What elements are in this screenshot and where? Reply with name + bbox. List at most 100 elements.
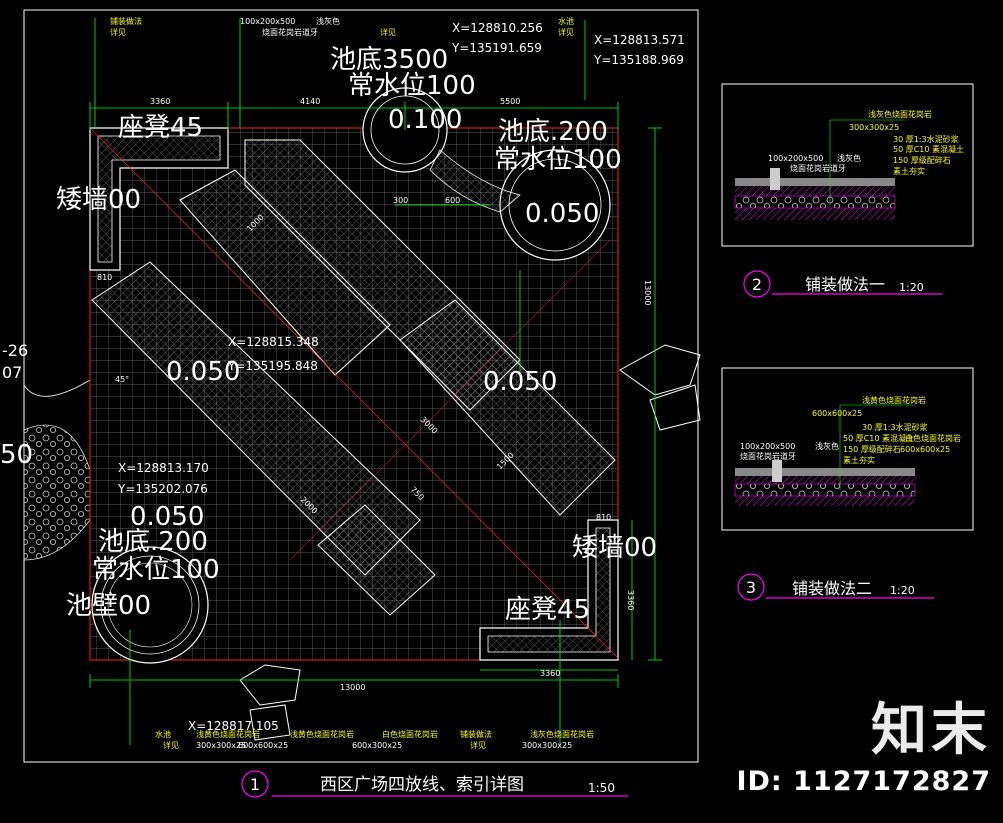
label-pool-top: 池底3500 bbox=[330, 45, 448, 75]
note-top-8: 详见 bbox=[558, 27, 574, 37]
dim-bottom-2: 3360 bbox=[540, 669, 560, 678]
detail3-label-9: 浅灰色 bbox=[815, 441, 839, 451]
detail2-label-9: 烧面花岗岩道牙 bbox=[790, 163, 846, 173]
note-top-2: 详见 bbox=[110, 27, 126, 37]
detail3-title: 铺装做法二 bbox=[792, 579, 872, 598]
coord-1-x: X=128810.256 bbox=[452, 21, 543, 35]
label-edge-b: 07 bbox=[2, 363, 22, 382]
note-top-3: 100x200x500 bbox=[240, 17, 295, 26]
watermark: 知末 ID: 1127172827 bbox=[736, 685, 991, 797]
label-edge-c: 50 bbox=[0, 440, 33, 470]
note-bottom-8: 600x300x25 bbox=[352, 741, 402, 750]
note-top-4: 浅灰色 bbox=[316, 16, 340, 26]
label-changshui-right: 常水位100 bbox=[494, 145, 622, 175]
coord-4-y: Y=135202.076 bbox=[117, 482, 208, 496]
dim-810-right: 810 bbox=[596, 513, 611, 522]
dim-top-2: 4140 bbox=[300, 97, 320, 106]
detail2-index: 2 bbox=[752, 275, 762, 294]
label-changshui-left: 常水位100 bbox=[92, 555, 220, 585]
detail3-label-10: 烧面花岗岩道牙 bbox=[740, 451, 796, 461]
note-bottom-11: 浅灰色烧面花岗岩 bbox=[530, 729, 594, 739]
label-wall-pool: 池壁00 bbox=[66, 591, 151, 621]
detail3-label-1: 浅黄色烧面花岗岩 bbox=[862, 395, 926, 405]
detail3-label-4: 50 厚C10 素混凝土 bbox=[843, 433, 914, 443]
detail2-label-5: 150 厚级配碎石 bbox=[893, 155, 951, 165]
dim-top-1: 3360 bbox=[150, 97, 170, 106]
dim-top-3: 5500 bbox=[500, 97, 520, 106]
detail2-label-4: 50 厚C10 素混凝土 bbox=[893, 144, 964, 154]
detail2-label-6: 素土夯实 bbox=[893, 166, 925, 176]
coord-2-y: Y=135188.969 bbox=[593, 53, 684, 67]
watermark-logo: 知末 bbox=[871, 698, 991, 763]
coord-2-x: X=128813.571 bbox=[594, 33, 685, 47]
detail2-label-3: 30 厚1:3水泥砂浆 bbox=[893, 134, 959, 144]
dim-600: 600 bbox=[445, 196, 460, 205]
label-seat-top: 座凳45 bbox=[118, 113, 203, 143]
detail2-index-circle bbox=[743, 270, 771, 298]
detail3-frame bbox=[721, 367, 974, 531]
detail3-label-6: 150 厚级配碎石 bbox=[843, 444, 901, 454]
main-index: 1 bbox=[250, 775, 260, 794]
note-top-5: 烧面花岗岩道牙 bbox=[262, 27, 318, 37]
detail3-label-8: 100x200x500 bbox=[740, 442, 795, 451]
label-wall-left: 矮墙00 bbox=[56, 185, 141, 215]
note-bottom-4: 300x300x25 bbox=[196, 741, 246, 750]
detail2-label-7: 100x200x500 bbox=[768, 154, 823, 163]
note-bottom-10: 详见 bbox=[470, 740, 486, 750]
dim-right: 13000 bbox=[643, 280, 652, 305]
label-pool-right: 池底.200 bbox=[498, 117, 608, 147]
detail3-label-5: 白色烧面花岗岩 bbox=[905, 433, 961, 443]
note-top-7: 水池 bbox=[558, 16, 574, 26]
detail3-label-2: 600x600x25 bbox=[812, 409, 862, 418]
dim-810-left: 810 bbox=[97, 273, 112, 282]
note-top-6: 详见 bbox=[380, 27, 396, 37]
label-edge-a: -26 bbox=[2, 341, 28, 360]
watermark-id: ID: 1127172827 bbox=[736, 766, 991, 797]
label-changshui-top: 常水位100 bbox=[348, 71, 476, 101]
drawing-frame bbox=[23, 9, 699, 763]
coord-4-x: X=128813.170 bbox=[118, 461, 209, 475]
detail2-label-1: 浅灰色烧面花岗岩 bbox=[868, 109, 932, 119]
note-bottom-6: 浅黄色烧面花岗岩 bbox=[290, 729, 354, 739]
detail3-label-11: 600x600x25 bbox=[900, 445, 950, 454]
label-elev-center-left: 0.050 bbox=[166, 357, 240, 387]
label-seat-bottom: 座凳45 bbox=[505, 595, 590, 625]
stepping-stones bbox=[239, 344, 701, 741]
detail3-index: 3 bbox=[746, 578, 756, 597]
detail3-label-7: 素土夯实 bbox=[843, 455, 875, 465]
detail2-title: 铺装做法一 bbox=[805, 275, 885, 294]
note-bottom-12: 300x300x25 bbox=[522, 741, 572, 750]
plaza-plan bbox=[89, 87, 619, 664]
main-title: 西区广场四放线、索引详图 bbox=[320, 775, 524, 795]
coord-5-x: X=128817.105 bbox=[188, 719, 279, 733]
label-elev-top: 0.100 bbox=[388, 105, 462, 135]
detail2-label-2: 300x300x25 bbox=[849, 123, 899, 132]
stone-edge bbox=[23, 424, 91, 561]
label-elev-left: 0.050 bbox=[130, 502, 204, 532]
dim-bottom: 13000 bbox=[340, 683, 365, 692]
label-wall-right: 矮墙00 bbox=[572, 533, 657, 563]
detail2-label-8: 浅灰色 bbox=[837, 153, 861, 163]
coord-1-y: Y=135191.659 bbox=[451, 41, 542, 55]
note-bottom-3: 浅黄色烧面花岗岩 bbox=[196, 729, 260, 739]
detail3-scale: 1:20 bbox=[890, 584, 915, 597]
main-index-circle bbox=[241, 770, 269, 798]
label-elev-center-right: 0.050 bbox=[483, 367, 557, 397]
dim-300: 300 bbox=[393, 196, 408, 205]
coord-3-x: X=128815.348 bbox=[228, 335, 319, 349]
coord-3-y: Y=135195.848 bbox=[227, 359, 318, 373]
dim-angle: 45° bbox=[115, 375, 129, 384]
note-bottom-7: 白色烧面花岗岩 bbox=[382, 729, 438, 739]
main-scale: 1:50 bbox=[588, 781, 615, 795]
note-bottom-1: 水池 bbox=[155, 729, 171, 739]
detail3-index-circle bbox=[737, 573, 765, 601]
dimension-lines bbox=[89, 18, 662, 745]
note-top-1: 铺装做法 bbox=[110, 16, 142, 26]
note-bottom-5: 600x600x25 bbox=[238, 741, 288, 750]
label-elev-right: 0.050 bbox=[525, 199, 599, 229]
detail2-section bbox=[734, 119, 905, 220]
detail2-scale: 1:20 bbox=[899, 281, 924, 294]
note-bottom-9: 铺装做法 bbox=[460, 729, 492, 739]
label-pool-left: 池底.200 bbox=[98, 527, 208, 557]
